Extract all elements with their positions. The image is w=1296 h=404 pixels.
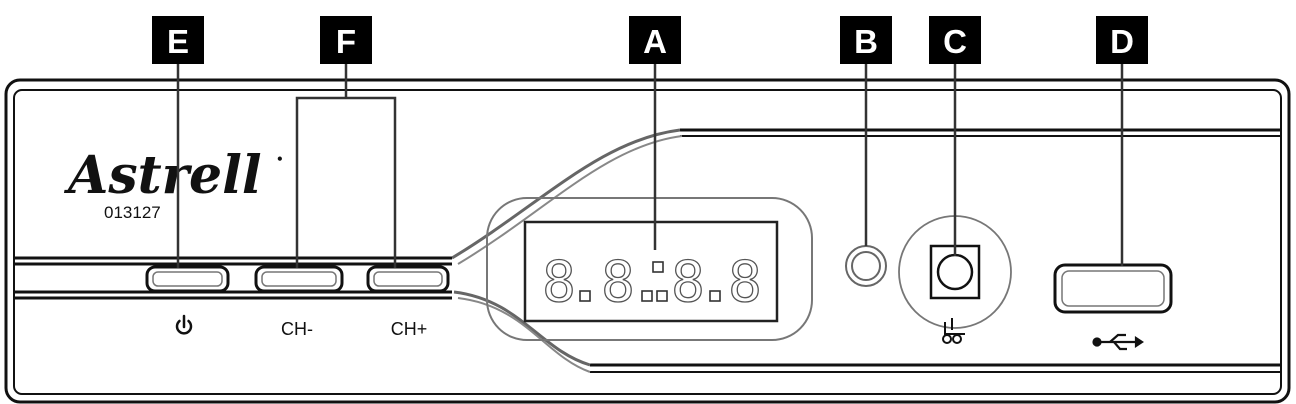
- display-digit-3: 8: [671, 250, 705, 315]
- model-number: 013127: [104, 203, 161, 222]
- callout-f: F: [320, 16, 372, 64]
- callout-a: A: [629, 16, 681, 64]
- leader-lines: [176, 64, 1124, 268]
- callout-b: B: [840, 16, 892, 64]
- device-body: [4, 78, 1291, 404]
- channel-down-button[interactable]: [254, 265, 344, 293]
- channel-down-label: CH-: [281, 319, 313, 339]
- callout-c: C: [929, 16, 981, 64]
- svg-text:F: F: [336, 23, 356, 60]
- brand-logo: Astrell •: [63, 145, 284, 206]
- svg-text:D: D: [1110, 23, 1134, 60]
- brand-name: Astrell: [63, 145, 262, 206]
- channel-up-label: CH+: [391, 319, 428, 339]
- svg-text:C: C: [943, 23, 967, 60]
- svg-text:A: A: [643, 23, 667, 60]
- svg-text:E: E: [167, 23, 189, 60]
- power-button[interactable]: [145, 265, 230, 293]
- brand-trademark-mark: •: [276, 152, 284, 166]
- front-display: 8 8 8 8: [486, 197, 813, 341]
- leader-f-bracket: [295, 96, 397, 268]
- callout-d: D: [1096, 16, 1148, 64]
- panel-sweep-lines: [451, 128, 1281, 373]
- callout-e: E: [152, 16, 204, 64]
- usb-icon: [1092, 333, 1144, 351]
- svg-text:B: B: [854, 23, 878, 60]
- smartcard-icon: [942, 318, 965, 344]
- ir-receiver: [845, 245, 887, 287]
- power-icon: [175, 314, 193, 335]
- display-digit-2: 8: [601, 250, 635, 315]
- display-indicator-dots: [579, 261, 721, 302]
- display-digit-1: 8: [542, 250, 576, 315]
- display-digit-4: 8: [728, 250, 762, 315]
- usb-port[interactable]: [1053, 263, 1173, 314]
- channel-up-button[interactable]: [366, 265, 450, 293]
